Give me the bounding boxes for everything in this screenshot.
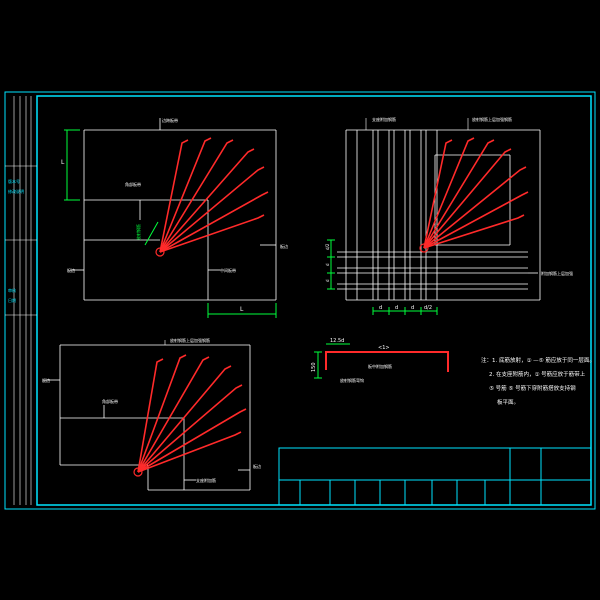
outer-frame bbox=[4, 91, 596, 510]
note-line-3: ⑤ 号筋 ⑤ 号筋下穿附筋搭放支持钢 bbox=[489, 384, 576, 392]
detail-label-bottom: 放射钢筋弯钩 bbox=[340, 377, 364, 383]
rebar-line bbox=[159, 214, 265, 253]
view-bottom-left: 放射钢筋上层加强钢筋 板边 角部板带 板边 支座附加筋 bbox=[42, 337, 261, 491]
note-line-4: 板平面。 bbox=[497, 398, 519, 406]
rebar-line bbox=[137, 384, 243, 473]
rebar-line bbox=[137, 354, 187, 473]
rebar-fan-top-right bbox=[419, 137, 529, 253]
tl-label-support: 边跨板带 bbox=[162, 117, 178, 123]
rebar-fan-bottom-left bbox=[133, 354, 247, 477]
rebar-line bbox=[423, 214, 525, 249]
rebar-line bbox=[159, 137, 212, 253]
rebar-line bbox=[423, 139, 495, 249]
title-block bbox=[278, 447, 592, 506]
rebar-origin bbox=[419, 243, 429, 253]
detail-dim-top: 12.5d bbox=[330, 338, 344, 344]
tl-label-corner: 角部板带 bbox=[125, 181, 141, 187]
tr-dim-left-0: d/2 bbox=[325, 243, 330, 250]
sidebar-text-a: 版本号 bbox=[8, 178, 20, 184]
rebar-line bbox=[423, 191, 529, 249]
sidebar-text-c: 审核 bbox=[8, 287, 16, 293]
tr-callout-bottom: 附加钢筋上层加强 bbox=[541, 270, 573, 276]
note-line-1: 注：1. 底筋放射，① —⑤ 筋应放于同一层面。 bbox=[481, 356, 595, 364]
rebar-line bbox=[423, 139, 453, 249]
bl-label-left: 板边 bbox=[42, 377, 50, 383]
rebar-fan-top-left bbox=[155, 137, 269, 257]
tr-callout-right: 放射钢筋上层加强钢筋 bbox=[472, 116, 512, 122]
tl-label-left: 板边 bbox=[67, 267, 75, 273]
bl-label-inner: 角部板带 bbox=[102, 398, 118, 404]
tr-dim-bottom-1: d bbox=[395, 305, 398, 311]
detail-label-center: <1> bbox=[378, 345, 390, 351]
rebar-line bbox=[423, 166, 527, 249]
tr-dim-bottom-2: d bbox=[411, 305, 414, 311]
rebar-line bbox=[137, 431, 242, 473]
sidebar-text-d: 日期 bbox=[8, 297, 16, 303]
rebar-line bbox=[137, 365, 232, 473]
detail-label-sub: 板中附加钢筋 bbox=[368, 363, 392, 369]
rebar-line bbox=[159, 148, 255, 253]
tr-callout-left: 支座附加钢筋 bbox=[372, 116, 396, 122]
view-top-right: 支座附加钢筋 放射钢筋上层加强钢筋 附加钢筋上层加强 d d d d/2 d/2… bbox=[325, 116, 573, 315]
rebar-line bbox=[159, 139, 234, 253]
rebar-line bbox=[423, 148, 512, 249]
tr-dim-bottom-0: d bbox=[379, 305, 382, 311]
bl-callout-top: 放射钢筋上层加强钢筋 bbox=[170, 337, 210, 343]
tr-dim-left-1: d bbox=[325, 263, 330, 266]
note-line-2: 2. 在支座附筋内，① 号筋应放于筋带上 bbox=[489, 370, 586, 378]
tl-label-diag: 放射钢筋 bbox=[135, 224, 141, 240]
detail-dim-side: 150 bbox=[311, 362, 317, 372]
view-top-left: 边跨板带 角部板带 放射钢筋 板边 板边 中间板带 L L bbox=[61, 117, 288, 318]
tl-label-right: 板边 bbox=[280, 243, 288, 249]
rebar-line bbox=[159, 166, 265, 253]
rebar-origin bbox=[155, 247, 165, 257]
rebar-line bbox=[159, 191, 269, 253]
rebar-line bbox=[423, 137, 475, 249]
bl-label-right: 板边 bbox=[253, 463, 261, 469]
rebar-line bbox=[159, 139, 189, 253]
notes-block: 注：1. 底筋放射，① —⑤ 筋应放于同一层面。 2. 在支座附筋内，① 号筋应… bbox=[481, 356, 595, 406]
tr-dim-bottom-3: d/2 bbox=[424, 305, 432, 311]
rebar-line bbox=[137, 356, 210, 473]
view-detail: 12.5d 150 <1> 板中附加钢筋 放射钢筋弯钩 bbox=[311, 338, 449, 383]
rebar-origin bbox=[133, 467, 143, 477]
bl-label-bottom: 支座附加筋 bbox=[196, 477, 216, 483]
inner-frame bbox=[36, 95, 592, 506]
rebar-line bbox=[137, 408, 247, 473]
sidebar-strip bbox=[5, 96, 37, 505]
detail-bar bbox=[325, 351, 449, 372]
rebar-line bbox=[137, 358, 164, 473]
tl-dim-left: L bbox=[61, 159, 65, 166]
sidebar-text-b: 修改说明 bbox=[8, 188, 24, 194]
tl-dim-bottom: L bbox=[240, 306, 244, 313]
tr-dim-left-2: d bbox=[325, 279, 330, 282]
tl-label-mid: 中间板带 bbox=[220, 267, 236, 273]
